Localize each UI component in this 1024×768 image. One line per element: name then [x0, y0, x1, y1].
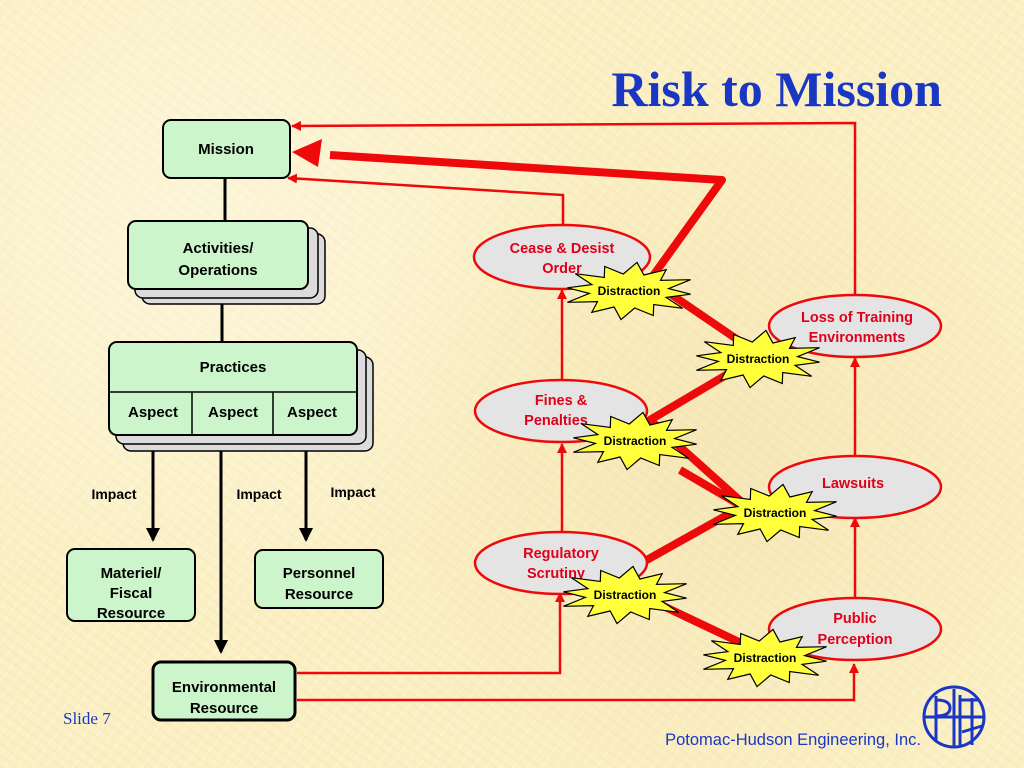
aspect-3: Aspect — [287, 404, 337, 421]
starburst-shape — [567, 261, 691, 321]
lawsuits-label: Lawsuits — [822, 476, 884, 492]
public-perception-ellipse — [767, 596, 943, 662]
environmental-label-line2: Resource — [190, 700, 258, 717]
cease-desist-line2: Order — [542, 261, 582, 277]
activities-label-line2: Operations — [178, 262, 257, 279]
practices-label: Practices — [200, 359, 267, 376]
aspect-2: Aspect — [208, 404, 258, 421]
distraction-label: Distraction — [598, 284, 661, 298]
mission-box — [162, 119, 291, 179]
mission-label: Mission — [198, 141, 254, 158]
materiel-label-line2: Fiscal — [110, 585, 153, 602]
company-logo — [922, 685, 986, 749]
loss-training-ellipse — [767, 293, 943, 359]
loss-training-line2: Environments — [809, 330, 906, 346]
personnel-box — [254, 549, 384, 609]
materiel-label-line3: Resource — [97, 605, 165, 622]
practices-stack: Practices Aspect Aspect Aspect — [108, 341, 374, 452]
distraction-burst-3: Distraction — [573, 411, 697, 471]
distraction-bursts: DistractionDistractionDistractionDistrac… — [563, 261, 837, 688]
fines-line2: Penalties — [524, 413, 588, 429]
distraction-label: Distraction — [734, 651, 797, 665]
regulatory-line2: Scrutiny — [527, 566, 585, 582]
distraction-burst-4: Distraction — [713, 483, 837, 543]
fines-line1: Fines & — [535, 393, 588, 409]
distraction-burst-5: Distraction — [563, 565, 687, 625]
activities-stack: Activities/ Operations — [127, 220, 326, 305]
distraction-label: Distraction — [744, 506, 807, 520]
impact-label-3: Impact — [330, 484, 375, 500]
activities-box — [127, 220, 309, 290]
personnel-label-line1: Personnel — [283, 565, 356, 582]
starburst-shape — [573, 411, 697, 471]
materiel-box — [66, 548, 196, 622]
public-perception-line1: Public — [833, 611, 877, 627]
distraction-label: Distraction — [604, 434, 667, 448]
practices-box — [108, 341, 358, 436]
activities-label-line1: Activities/ — [183, 240, 255, 257]
page-title: Risk to Mission — [611, 61, 942, 117]
materiel-label-line1: Materiel/ — [101, 565, 163, 582]
environmental-label-line1: Environmental — [172, 679, 276, 696]
environmental-box — [151, 660, 297, 722]
loss-training-line1: Loss of Training — [801, 310, 913, 326]
distraction-burst-2: Distraction — [696, 329, 820, 389]
impact-label-2: Impact — [236, 486, 281, 502]
starburst-shape — [696, 329, 820, 389]
consequences: Cease & Desist Order Fines & Penalties R… — [472, 223, 943, 662]
red-connectors — [287, 120, 860, 702]
personnel-label-line2: Resource — [285, 586, 353, 603]
starburst-shape — [703, 628, 827, 688]
aspect-1: Aspect — [128, 404, 178, 421]
distraction-burst-1: Distraction — [567, 261, 691, 321]
starburst-shape — [563, 565, 687, 625]
cease-desist-line1: Cease & Desist — [510, 241, 615, 257]
company-name: Potomac-Hudson Engineering, Inc. — [665, 731, 921, 749]
impact-label-1: Impact — [91, 486, 136, 502]
distraction-burst-6: Distraction — [703, 628, 827, 688]
distraction-label: Distraction — [594, 588, 657, 602]
public-perception-line2: Perception — [818, 632, 893, 648]
mission-arrowhead — [292, 139, 322, 167]
slide-number: Slide 7 — [63, 709, 111, 728]
regulatory-line1: Regulatory — [523, 546, 599, 562]
starburst-shape — [713, 483, 837, 543]
distraction-label: Distraction — [727, 352, 790, 366]
